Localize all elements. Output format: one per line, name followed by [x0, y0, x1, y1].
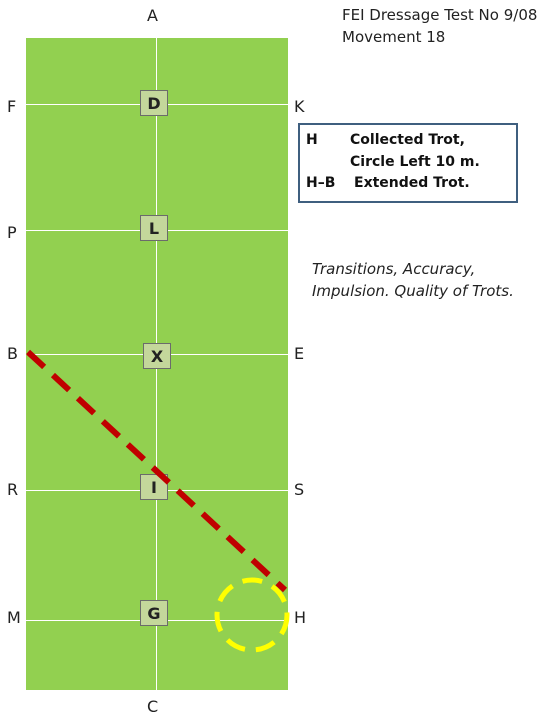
extended-trot-diagonal-path — [25, 349, 288, 593]
arena-letter-e: E — [294, 344, 305, 363]
arena-letter-m: M — [7, 608, 21, 627]
arena-letter-p: P — [7, 223, 17, 242]
judging-notes: Transitions, Accuracy, Impulsion. Qualit… — [312, 258, 532, 302]
arena-letter-c: C — [147, 697, 159, 716]
movement-text-collected-trot: Collected Trot, — [350, 132, 465, 148]
movement-code-h-b: H–B — [306, 175, 336, 191]
ten-metre-circle-path — [214, 577, 290, 653]
marker-x: X — [143, 343, 171, 369]
marker-g: G — [140, 600, 168, 626]
movement-text-extended-trot: Extended Trot. — [354, 175, 470, 191]
arena-letter-r: R — [7, 480, 19, 499]
arena-letter-f: F — [7, 97, 17, 116]
arena-letter-b: B — [7, 344, 18, 363]
test-name: FEI Dressage Test No 9/08 — [342, 6, 538, 24]
judging-notes-line-2: Impulsion. Quality of Trots. — [312, 282, 514, 300]
movement-number: Movement 18 — [342, 28, 446, 46]
test-title: FEI Dressage Test No 9/08 Movement 18 — [342, 4, 537, 48]
arena-letter-k: K — [294, 97, 305, 116]
arena-letter-h: H — [294, 608, 307, 627]
judging-notes-line-1: Transitions, Accuracy, — [312, 260, 476, 278]
movement-code-h: H — [306, 132, 318, 148]
marker-l: L — [140, 215, 168, 241]
movement-text-circle: Circle Left 10 m. — [350, 154, 480, 170]
marker-d: D — [140, 90, 168, 116]
arena-letter-a: A — [147, 6, 158, 25]
movement-description-box: H Collected Trot, Circle Left 10 m. H–B … — [298, 123, 518, 203]
arena-letter-s: S — [294, 480, 305, 499]
